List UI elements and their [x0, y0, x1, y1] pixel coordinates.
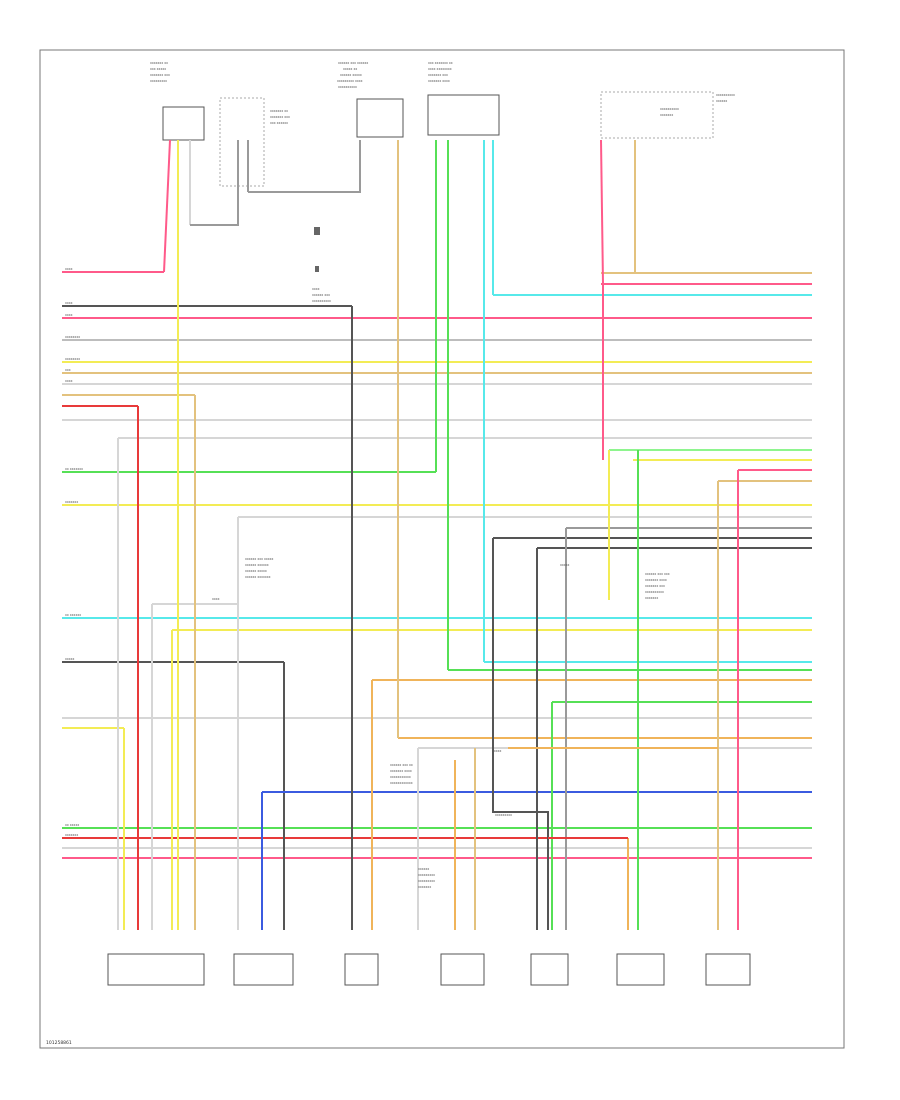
svg-text:xxxx: xxxx — [65, 301, 73, 305]
svg-text:xxxxxxxxx: xxxxxxxxx — [150, 79, 167, 83]
component-bottom-5 — [530, 953, 569, 986]
component-top-left: xxxxxxx xx xxx xxxxx xxxxxxx xxx xxxxxxx… — [150, 61, 290, 187]
svg-text:xxxxxxxxx: xxxxxxxxx — [418, 879, 435, 883]
svg-text:xxxx xxxxxxxx: xxxx xxxxxxxx — [428, 67, 452, 71]
svg-text:xxxxxxxxxx: xxxxxxxxxx — [312, 299, 331, 303]
svg-text:xxxxxxxxxx: xxxxxxxxxx — [645, 590, 664, 594]
svg-text:xxxxxxxxxx: xxxxxxxxxx — [338, 85, 357, 89]
svg-text:xxxxxxxx: xxxxxxxx — [65, 335, 80, 339]
svg-text:xxxxxx: xxxxxx — [716, 99, 727, 103]
svg-text:xxx: xxx — [65, 368, 71, 372]
svg-text:xxxxxxxxxx: xxxxxxxxxx — [716, 93, 735, 97]
svg-text:xx xxxxxx: xx xxxxxx — [65, 613, 81, 617]
svg-text:xxxxxxx xx: xxxxxxx xx — [150, 61, 168, 65]
svg-text:xxxxxx xxx xxxxx: xxxxxx xxx xxxxx — [245, 557, 274, 561]
svg-text:xxxxxx xxx xx: xxxxxx xxx xx — [390, 763, 413, 767]
svg-text:xxxxx: xxxxx — [65, 657, 75, 661]
svg-text:xxxx: xxxx — [212, 597, 220, 601]
svg-text:xxxx: xxxx — [312, 287, 320, 291]
bottom-components — [107, 953, 751, 986]
svg-text:xxxxx: xxxxx — [492, 749, 502, 753]
svg-text:xxxxxxx: xxxxxxx — [65, 833, 78, 837]
ground-splice: xxxx xxxxxx xxx xxxxxxxxxx — [312, 227, 331, 303]
svg-text:xxxxxx xxxxx: xxxxxx xxxxx — [245, 569, 267, 573]
svg-text:xxxxxxxx: xxxxxxxx — [65, 357, 80, 361]
component-top-far-right: xxxxxxxxxx xxxxxxx xxxxxxxxxx xxxxxx — [600, 91, 735, 139]
annotations: xxxxxx xxx xxxxx xxxxxx xxxxxx xxxxxx xx… — [212, 557, 670, 889]
svg-text:xxxxxx xxx xxxxxx: xxxxxx xxx xxxxxx — [338, 61, 368, 65]
svg-text:xxxxxxx xxx: xxxxxxx xxx — [150, 73, 170, 77]
vertical-wires — [117, 139, 739, 930]
svg-text:xxxxxxxxxxx: xxxxxxxxxxx — [390, 775, 411, 779]
svg-text:xxxxxxx: xxxxxxx — [65, 500, 78, 504]
svg-text:xxx xxxxx: xxx xxxxx — [150, 67, 166, 71]
svg-text:xxxxx: xxxxx — [560, 563, 570, 567]
svg-text:xxxxxxx xxx: xxxxxxx xxx — [270, 115, 290, 119]
component-top-right: xxx xxxxxxx xx xxxx xxxxxxxx xxxxxxx xxx… — [427, 61, 500, 136]
footer-code: 101258861 — [46, 1040, 72, 1046]
svg-text:xxxx: xxxx — [65, 267, 73, 271]
svg-text:xxxxxxxxxxxx: xxxxxxxxxxxx — [390, 781, 413, 785]
svg-text:xxxxxxxxx xxxx: xxxxxxxxx xxxx — [337, 79, 363, 83]
component-bottom-2 — [233, 953, 294, 986]
svg-text:xxxxx xx: xxxxx xx — [343, 67, 357, 71]
component-top-center: xxxxxx xxx xxxxxx xxxxx xx xxxxxx xxxxx … — [337, 61, 404, 138]
svg-text:xxxxxx xxxxx: xxxxxx xxxxx — [340, 73, 362, 77]
svg-text:xxx xxxxxx: xxx xxxxxx — [270, 121, 288, 125]
svg-text:xxxxxxxxx: xxxxxxxxx — [418, 873, 435, 877]
svg-text:xxxxxxxxxx: xxxxxxxxxx — [660, 107, 679, 111]
component-bottom-6 — [616, 953, 665, 986]
svg-text:xxxxxxx: xxxxxxx — [418, 885, 431, 889]
svg-text:xxxxxx xxxxxx: xxxxxx xxxxxx — [245, 563, 269, 567]
svg-text:xxxxxxx: xxxxxxx — [660, 113, 673, 117]
svg-text:xxxxxxx: xxxxxxx — [645, 596, 658, 600]
component-bottom-7 — [705, 953, 751, 986]
svg-text:xxxxxxx xxxx: xxxxxxx xxxx — [390, 769, 412, 773]
svg-text:xxxxxxx xxx: xxxxxxx xxx — [645, 584, 665, 588]
svg-text:xxx xxxxxxx xx: xxx xxxxxxx xx — [428, 61, 453, 65]
svg-text:xxxx: xxxx — [65, 313, 73, 317]
svg-text:xx xxxxx: xx xxxxx — [65, 823, 79, 827]
svg-text:xxxx: xxxx — [65, 379, 73, 383]
svg-text:xxxxxxx xx: xxxxxxx xx — [270, 109, 288, 113]
wire-labels: xxxx xxxx xxxx xxxxxxxx xxxxxxxx xxx xxx… — [65, 267, 83, 837]
diagram-frame — [39, 49, 845, 1049]
svg-text:xxxxxxx xxxx: xxxxxxx xxxx — [645, 578, 667, 582]
svg-text:xx xxxxxxx: xx xxxxxxx — [65, 467, 83, 471]
component-bottom-1 — [107, 953, 205, 986]
svg-text:xxxxxxx xxxx: xxxxxxx xxxx — [428, 79, 450, 83]
svg-text:xxxxxx xxx: xxxxxx xxx — [312, 293, 330, 297]
svg-text:xxxxxx: xxxxxx — [418, 867, 429, 871]
svg-text:xxxxxx xxx xxx: xxxxxx xxx xxx — [645, 572, 670, 576]
svg-text:xxxxxxxxx: xxxxxxxxx — [495, 813, 512, 817]
svg-text:xxxxxx xxxxxxx: xxxxxx xxxxxxx — [245, 575, 271, 579]
svg-text:xxxxxxx xxx: xxxxxxx xxx — [428, 73, 448, 77]
component-bottom-4 — [440, 953, 485, 986]
component-bottom-3 — [344, 953, 379, 986]
